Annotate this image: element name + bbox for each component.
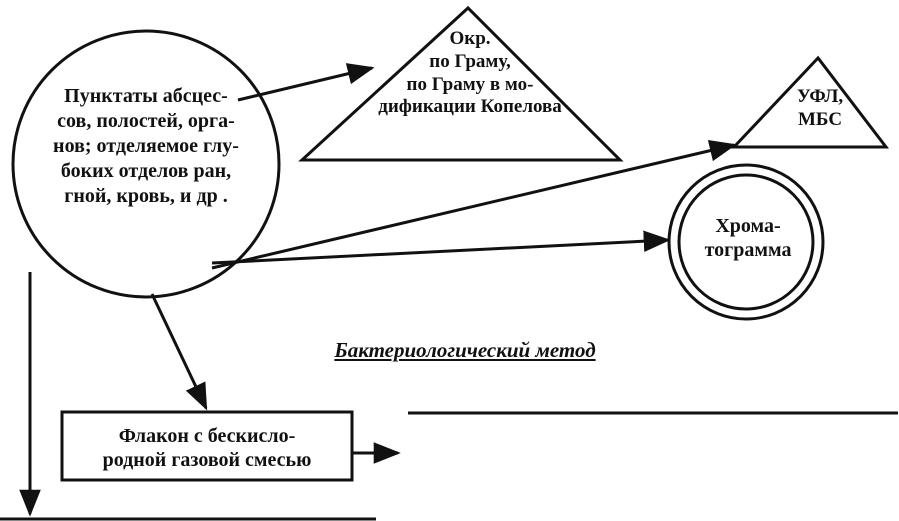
arrow-to-flask: [150, 293, 208, 411]
gram-line-2: по Граму,: [429, 50, 511, 72]
ufl-triangle: [730, 55, 890, 149]
gram-line-1: Окр.: [449, 28, 491, 49]
source-line-1: Пунктаты абсцес-: [64, 85, 228, 107]
arrow-to-chromatogram: [211, 230, 671, 265]
arrow-to-ufl: [211, 140, 737, 270]
method-title: Бактериологический метод: [334, 338, 596, 362]
gram-line-3: по Граму в мо-: [406, 73, 534, 95]
source-line-5: гной, кровь, и др .: [64, 185, 228, 207]
ufl-label: УФЛ, МБС: [775, 86, 865, 132]
chromatogram-label: Хрома- тограмма: [668, 214, 828, 262]
gram-stain-label: Окр. по Граму, по Граму в мо- дификации …: [360, 28, 580, 119]
ufl-line-2: МБС: [797, 108, 843, 130]
flask-box: [60, 410, 354, 482]
flask-label: Флакон с бескисло- родной газовой смесью: [62, 424, 352, 472]
source-line-4: боких отделов ран,: [60, 160, 232, 182]
source-line-2: сов, полостей, орга-: [57, 110, 235, 132]
source-node-label: Пунктаты абсцес- сов, полостей, орга- но…: [22, 84, 270, 209]
ufl-line-1: УФЛ,: [796, 86, 844, 107]
flask-line-2: родной газовой смесью: [102, 449, 312, 471]
gram-stain-triangle: [298, 5, 624, 162]
chromatogram-inner-circle: [677, 173, 815, 311]
chroma-line-2: тограмма: [704, 239, 792, 261]
source-circle: [11, 29, 281, 299]
gram-line-4: дификации Копелова: [378, 96, 562, 118]
flask-line-1: Флакон с бескисло-: [118, 425, 296, 447]
source-line-3: нов; отделяемое глу-: [53, 135, 239, 157]
chroma-line-1: Хрома-: [715, 215, 781, 237]
arrow-to-gram: [237, 63, 375, 102]
